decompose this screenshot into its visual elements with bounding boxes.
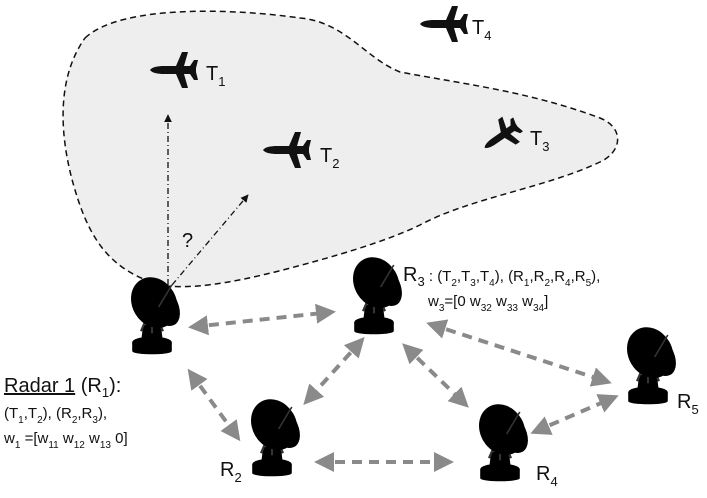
link-r3-r5 <box>426 319 612 387</box>
text-segment: (R <box>75 375 102 397</box>
subscript-text: 1 <box>18 415 24 426</box>
link-r1-r3 <box>188 303 336 336</box>
subscript-text: 33 <box>507 303 519 314</box>
subscript-text: 3 <box>470 278 476 289</box>
text-segment: w <box>427 293 439 310</box>
subscript-text: 4 <box>565 278 571 289</box>
subscript-text: 2 <box>544 278 550 289</box>
target-label-t3: T3 <box>530 128 549 154</box>
target-label-t2: T2 <box>320 145 339 171</box>
subscript-text: 1 <box>102 385 109 400</box>
r1-info-line2: w1 =[w11 w12 w13 0] <box>3 430 128 451</box>
text-segment: w <box>518 293 533 310</box>
text-segment: w <box>3 430 15 447</box>
text-segment: ,R <box>571 268 586 285</box>
text-segment: ,T <box>457 268 470 285</box>
r1-info-line1: (T1,T2), (R2,R3), <box>4 405 107 426</box>
subscript-text: 11 <box>48 440 59 451</box>
subscript-text: 2 <box>37 415 43 426</box>
question-mark: ? <box>182 230 193 252</box>
text-segment: ), (R <box>43 405 72 422</box>
radar-label-r2: R2 <box>220 459 242 485</box>
text-segment: ), <box>98 405 107 422</box>
radar-r2-icon <box>240 389 309 478</box>
radar-r3-icon <box>342 247 411 336</box>
target-label-t1: T1 <box>206 63 225 89</box>
target-label-t4: T4 <box>472 17 491 43</box>
text-segment: =[0 w <box>444 293 480 310</box>
surveillance-region <box>62 10 619 288</box>
text-segment: 0] <box>111 430 128 447</box>
radar-label-r5: R5 <box>677 391 699 417</box>
text-segment: ,R <box>77 405 92 422</box>
communication-links <box>187 303 619 472</box>
r3-info-line2: w3=[0 w32 w33 w34] <box>427 293 548 314</box>
text-segment: ): <box>109 375 121 397</box>
subscript-text: 1 <box>524 278 530 289</box>
link-r3-r2 <box>303 337 365 405</box>
subscript-text: 1 <box>15 440 21 451</box>
subscript-text: 3 <box>439 303 445 314</box>
subscript-text: 5 <box>586 278 592 289</box>
subscript-text: 3 <box>92 415 98 426</box>
link-r3-r4 <box>402 343 469 408</box>
radar-label-r4: R4 <box>536 463 558 489</box>
text-segment: ), (R <box>495 268 524 285</box>
link-r4-r5 <box>530 394 619 435</box>
text-segment: : (T <box>425 268 452 285</box>
subscript-text: 4 <box>489 278 495 289</box>
subscript-text: 34 <box>533 303 545 314</box>
text-segment: ,R <box>550 268 565 285</box>
aircraft-t4-icon <box>420 6 468 42</box>
subscript-text: 3 <box>417 274 424 289</box>
text-segment: R <box>403 264 417 286</box>
radar-r4-icon <box>468 394 537 483</box>
subscript-text: 12 <box>74 440 86 451</box>
text-segment: ,R <box>529 268 544 285</box>
subscript-text: 32 <box>481 303 493 314</box>
subscript-text: 2 <box>451 278 457 289</box>
subscript-text: 2 <box>72 415 78 426</box>
text-segment: w <box>492 293 507 310</box>
text-segment: ), <box>591 268 600 285</box>
r3-info-line1: R3 : (T2,T3,T4), (R1,R2,R4,R5), <box>403 264 600 289</box>
text-segment: ,T <box>476 268 489 285</box>
r1-info-title: Radar 1 (R1): <box>4 375 121 400</box>
text-segment: (T <box>4 405 18 422</box>
text-segment: ,T <box>24 405 37 422</box>
text-segment: =[w <box>20 430 48 447</box>
text-segment: w <box>85 430 100 447</box>
text-segment: w <box>59 430 74 447</box>
text-segment: ] <box>544 293 548 310</box>
subscript-text: 13 <box>100 440 112 451</box>
r1-title-text: Radar 1 <box>4 375 75 397</box>
radar-r5-icon <box>616 317 685 406</box>
link-r1-r2 <box>187 368 241 442</box>
